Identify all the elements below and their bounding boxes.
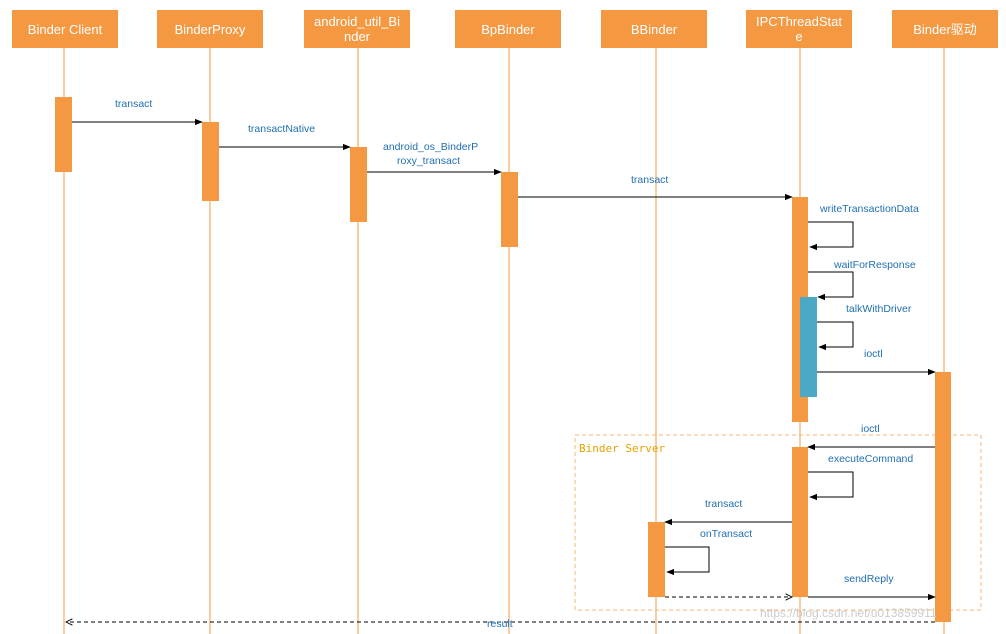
label-m14: result xyxy=(487,618,513,630)
activation-bp xyxy=(501,172,518,247)
activation-util xyxy=(350,147,367,222)
label-m13: sendReply xyxy=(844,573,894,585)
label-m12: onTransact xyxy=(700,528,752,540)
arrow-m12 xyxy=(665,546,710,576)
participant-label: IPCThreadState xyxy=(756,14,842,44)
binder-server-fragment xyxy=(574,434,982,611)
message-arrows xyxy=(66,118,936,622)
participant-label: BBinder xyxy=(630,21,678,37)
participant-label: android_util_Binder xyxy=(313,14,400,44)
participant-label: BpBinder xyxy=(481,21,535,37)
participant-label: Binder驱动 xyxy=(913,21,977,37)
participant-label: Binder Client xyxy=(27,21,103,37)
activation-client xyxy=(55,97,72,172)
watermark: https://blog.csdn.net/u013859911 xyxy=(760,606,937,620)
activation-driver xyxy=(935,372,951,622)
label-m3: android_os_BinderP xyxy=(383,141,478,153)
label-m9: ioctl xyxy=(861,423,880,435)
fragment-label: Binder Server xyxy=(579,442,665,455)
activation-ipc-2 xyxy=(792,447,808,597)
arrow-m7 xyxy=(817,321,854,351)
arrow-m10 xyxy=(808,471,854,501)
label-m4: transact xyxy=(631,174,668,186)
participant-bbinder: BBinder xyxy=(601,10,707,48)
participant-binder-client: Binder Client xyxy=(12,10,118,48)
participant-binder-proxy: BinderProxy xyxy=(157,10,263,48)
label-m10: executeCommand xyxy=(828,453,913,465)
arrow-m6 xyxy=(808,271,854,301)
label-m6: waitForResponse xyxy=(833,259,916,271)
label-m7: talkWithDriver xyxy=(846,303,912,315)
participant-ipcthreadstate: IPCThreadState xyxy=(746,10,852,48)
activation-talkwithdriver xyxy=(800,297,817,397)
arrow-m5 xyxy=(808,221,854,251)
participant-label: BinderProxy xyxy=(174,21,246,37)
label-m1: transact xyxy=(115,98,152,110)
activation-proxy xyxy=(202,122,219,201)
label-m11: transact xyxy=(705,498,742,510)
participant-binder-driver: Binder驱动 xyxy=(892,10,998,48)
participant-android-util-binder: android_util_Binder xyxy=(304,10,410,48)
label-m3b: roxy_transact xyxy=(397,155,460,167)
label-m2: transactNative xyxy=(248,123,315,135)
label-m8: ioctl xyxy=(864,348,883,360)
label-m5: writeTransactionData xyxy=(819,203,919,215)
activations xyxy=(55,97,951,622)
participant-bpbinder: BpBinder xyxy=(455,10,561,48)
activation-bbinder xyxy=(648,522,665,597)
